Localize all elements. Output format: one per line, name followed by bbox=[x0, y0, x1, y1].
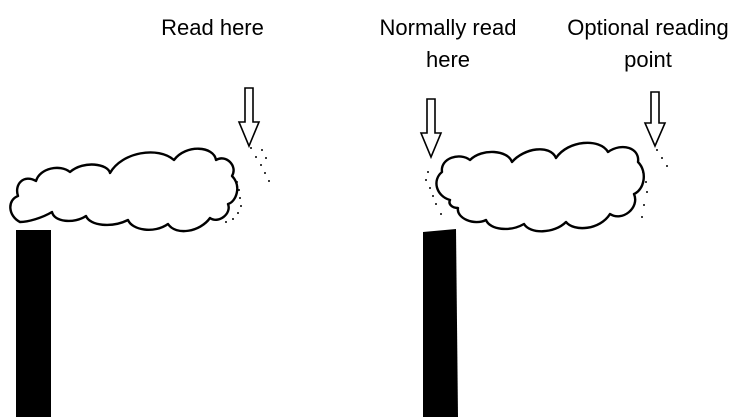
left-scene bbox=[10, 88, 270, 417]
left-arrow-icon bbox=[239, 88, 259, 146]
right-scene bbox=[421, 92, 668, 417]
right-smoke-cloud bbox=[436, 143, 643, 231]
right-arrow-icon bbox=[645, 92, 665, 146]
middle-arrow-icon bbox=[421, 99, 441, 157]
left-smoke-cloud bbox=[10, 149, 237, 231]
left-smokestack bbox=[16, 230, 51, 417]
right-smokestack bbox=[423, 229, 458, 417]
